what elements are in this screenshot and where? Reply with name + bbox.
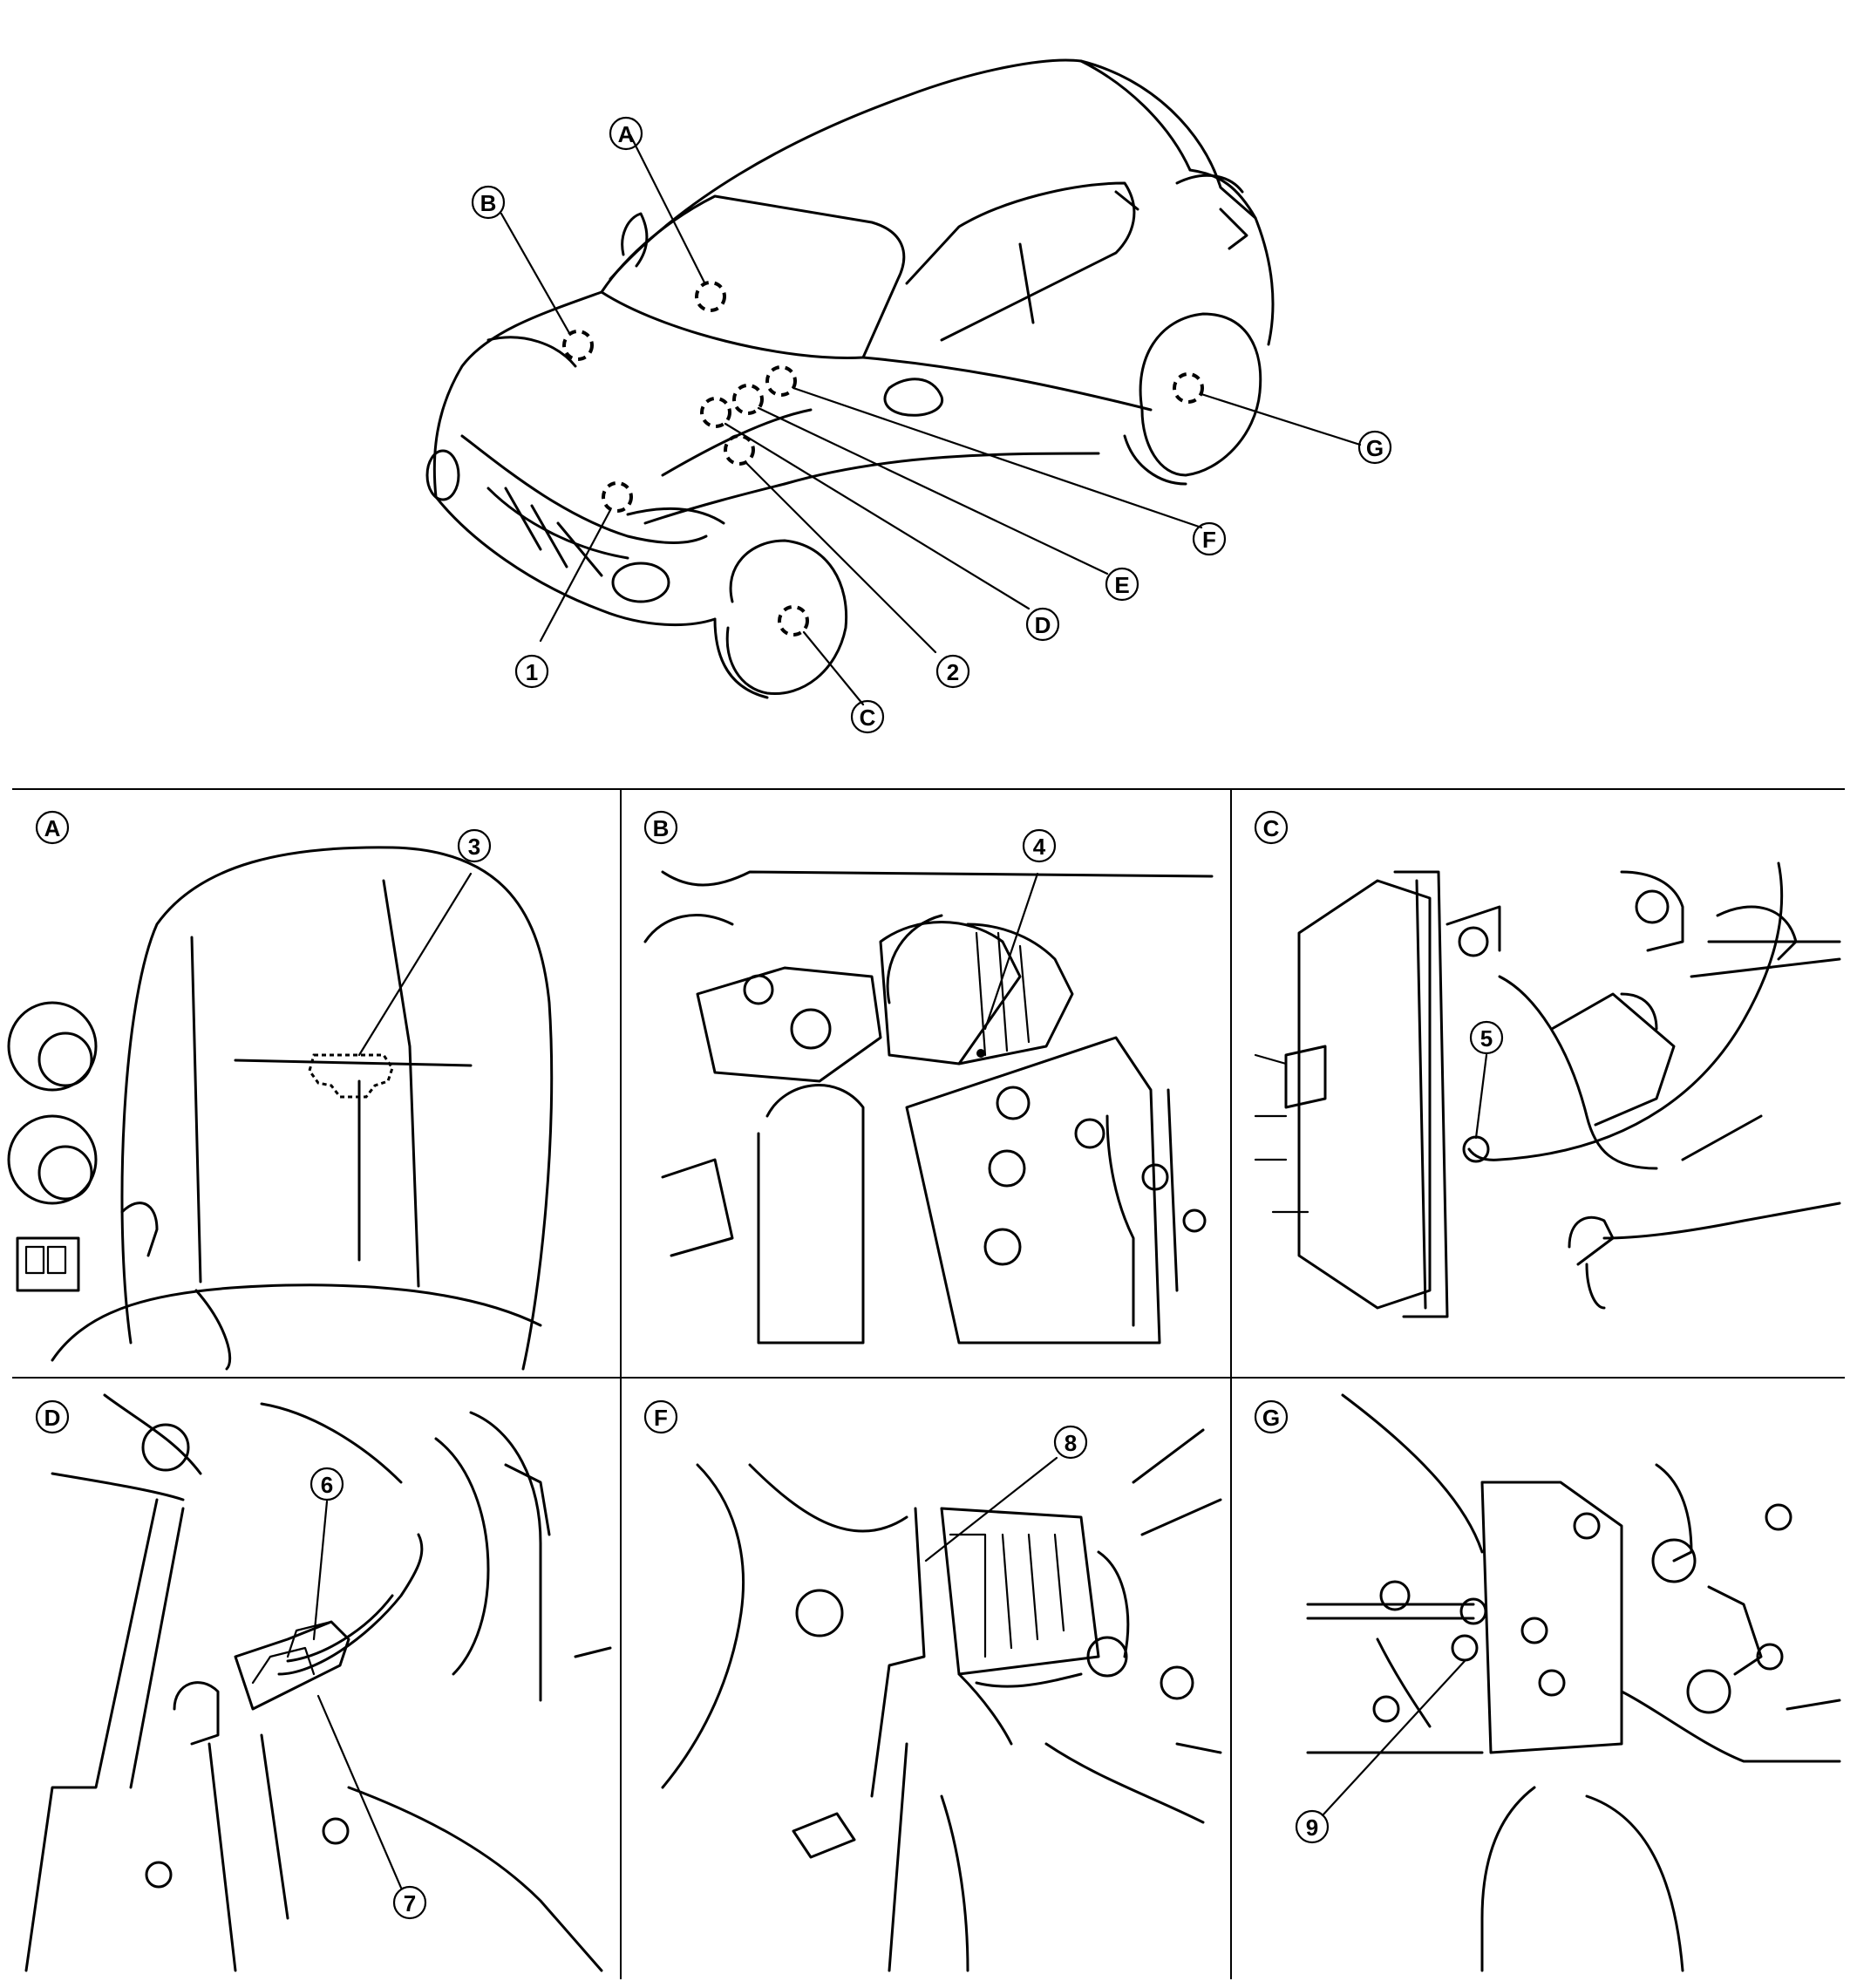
panel-f-label: F [654,1405,668,1431]
detail-panel-f: F 8 [643,1399,1222,1972]
location-marker-1 [602,481,633,513]
panel-b-label: B [653,815,670,841]
svg-text:D: D [1035,612,1051,638]
callout-e: E [1105,567,1139,602]
callout-7: 7 [404,1890,416,1917]
callout-b: B [471,185,506,220]
callout-3: 3 [468,834,480,860]
panel-g-label: G [1262,1405,1280,1431]
vehicle-body-outline [425,58,1275,699]
panel-a-label: A [44,815,61,841]
svg-text:E: E [1114,572,1129,598]
location-marker-g [1173,372,1204,404]
detail-panel-d: D 6 7 [24,1393,612,1972]
svg-text:G: G [1366,435,1384,461]
callout-4: 4 [1033,834,1046,860]
location-marker-e [732,384,764,415]
location-marker-2 [724,434,755,466]
location-marker-c [778,605,809,637]
svg-text:A: A [618,121,635,147]
detail-panel-a: A 3 [7,810,554,1371]
callout-8: 8 [1065,1430,1077,1456]
svg-text:2: 2 [947,659,959,685]
vehicle-overview: A B C D E F G 1 [425,58,1392,734]
callout-c: C [850,699,885,734]
location-marker-a [695,281,726,312]
callout-a: A [609,116,643,151]
svg-text:C: C [860,705,876,731]
callout-f: F [1192,521,1227,556]
callout-d: D [1025,607,1060,642]
location-markers [562,281,1204,637]
detail-panel-g: G 9 [1254,1393,1841,1972]
callout-1: 1 [514,654,549,689]
callout-5: 5 [1480,1025,1493,1052]
detail-panel-c: C 5 [1254,810,1841,1318]
leader-lines [500,133,1362,706]
callout-2: 2 [935,654,970,689]
location-marker-b [562,330,594,361]
callout-6: 6 [321,1472,333,1498]
svg-text:F: F [1202,527,1216,553]
svg-text:B: B [480,190,497,216]
detail-panel-grid [12,788,1845,1979]
location-marker-d [700,397,731,428]
svg-text:1: 1 [526,659,538,685]
detail-panel-b: B 4 [643,810,1214,1345]
callout-g: G [1357,430,1392,465]
panel-c-label: C [1263,815,1280,841]
panel-d-label: D [44,1405,61,1431]
location-marker-f [765,365,797,397]
callout-9: 9 [1306,1814,1318,1841]
